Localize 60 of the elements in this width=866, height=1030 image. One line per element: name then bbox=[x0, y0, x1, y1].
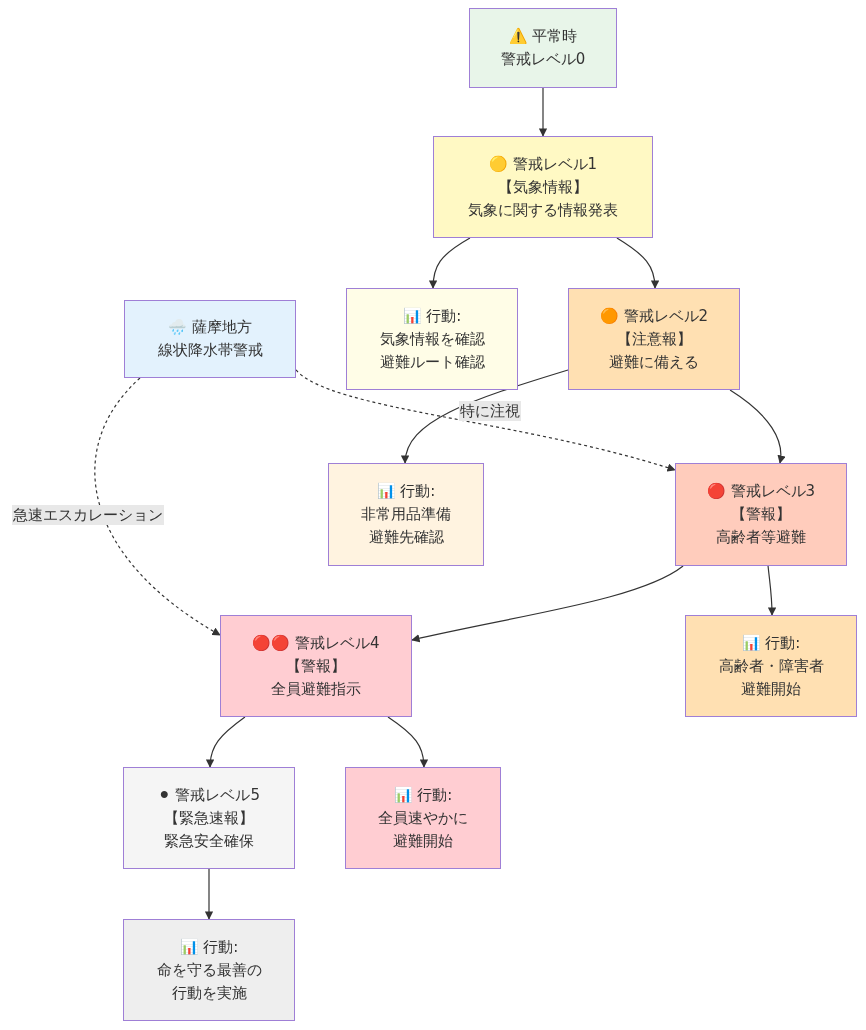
box-text: 🌧 薩摩地方 bbox=[168, 317, 252, 338]
box-text: 【警報】 bbox=[286, 655, 346, 677]
arrow bbox=[411, 565, 684, 643]
arrow bbox=[429, 237, 471, 289]
process-box bbox=[328, 463, 484, 566]
process-box bbox=[469, 8, 617, 88]
process-box bbox=[123, 919, 295, 1021]
arrow bbox=[94, 377, 221, 636]
box-text: 【警報】 bbox=[731, 504, 791, 525]
box-text: 気象に関する情報発表 bbox=[468, 199, 618, 221]
arrow bbox=[204, 868, 214, 920]
box-text: 避難先確認 bbox=[368, 527, 444, 548]
box-text: 行動を実施 bbox=[171, 982, 247, 1004]
box-text: 避難に備える bbox=[609, 351, 699, 373]
arrow bbox=[616, 237, 659, 289]
arrow bbox=[401, 369, 569, 464]
process-box bbox=[685, 615, 857, 717]
edge-label: 特に注視 bbox=[459, 401, 521, 421]
process-box bbox=[123, 767, 295, 869]
process-box bbox=[345, 767, 501, 869]
process-box bbox=[346, 288, 518, 390]
box-text: 📊 行動: bbox=[402, 305, 462, 327]
process-box bbox=[124, 300, 296, 378]
edge-label: 急速エスカレーション bbox=[12, 505, 164, 525]
arrow bbox=[387, 716, 428, 768]
box-text: 避難開始 bbox=[741, 678, 801, 700]
process-box bbox=[220, 615, 412, 717]
box-text: 緊急安全確保 bbox=[164, 830, 254, 852]
box-text: 全員速やかに bbox=[378, 807, 468, 829]
arrow bbox=[767, 565, 777, 616]
box-text: 🔴 警戒レベル3 bbox=[706, 481, 816, 502]
box-text: 全員避難指示 bbox=[271, 678, 361, 700]
box-text: 【注意報】 bbox=[616, 328, 692, 350]
box-text: 【緊急速報】 bbox=[164, 807, 254, 829]
box-text: 📊 行動: bbox=[179, 936, 239, 958]
box-text: 避難開始 bbox=[393, 830, 453, 852]
box-text: 🔴🔴 警戒レベル4 bbox=[252, 632, 380, 654]
box-text: 命を守る最善の bbox=[156, 959, 262, 981]
arrow bbox=[538, 87, 548, 137]
box-text: 高齢者・障害者 bbox=[718, 655, 824, 677]
box-text: 警戒レベル0 bbox=[500, 49, 586, 70]
box-text: 📊 行動: bbox=[741, 632, 801, 654]
box-text: 🟠 警戒レベル2 bbox=[599, 305, 709, 327]
box-text: ⚫ 警戒レベル5 bbox=[158, 784, 260, 806]
process-box bbox=[675, 463, 847, 566]
arrow bbox=[295, 369, 676, 472]
box-text: 【気象情報】 bbox=[498, 176, 588, 198]
arrow bbox=[729, 389, 786, 464]
box-text: 避難ルート確認 bbox=[379, 351, 485, 373]
arrow bbox=[206, 716, 246, 768]
box-text: 気象情報を確認 bbox=[379, 328, 485, 350]
box-text: 高齢者等避難 bbox=[716, 527, 806, 548]
box-text: 🟡 警戒レベル1 bbox=[488, 153, 598, 175]
box-text: 📊 行動: bbox=[376, 481, 436, 502]
process-box bbox=[433, 136, 653, 238]
box-text: 📊 行動: bbox=[393, 784, 453, 806]
box-text: 線状降水帯警戒 bbox=[157, 340, 263, 361]
box-text: ⚠ 平常時 bbox=[508, 26, 578, 47]
box-text: 非常用品準備 bbox=[361, 504, 451, 525]
process-box bbox=[568, 288, 740, 390]
